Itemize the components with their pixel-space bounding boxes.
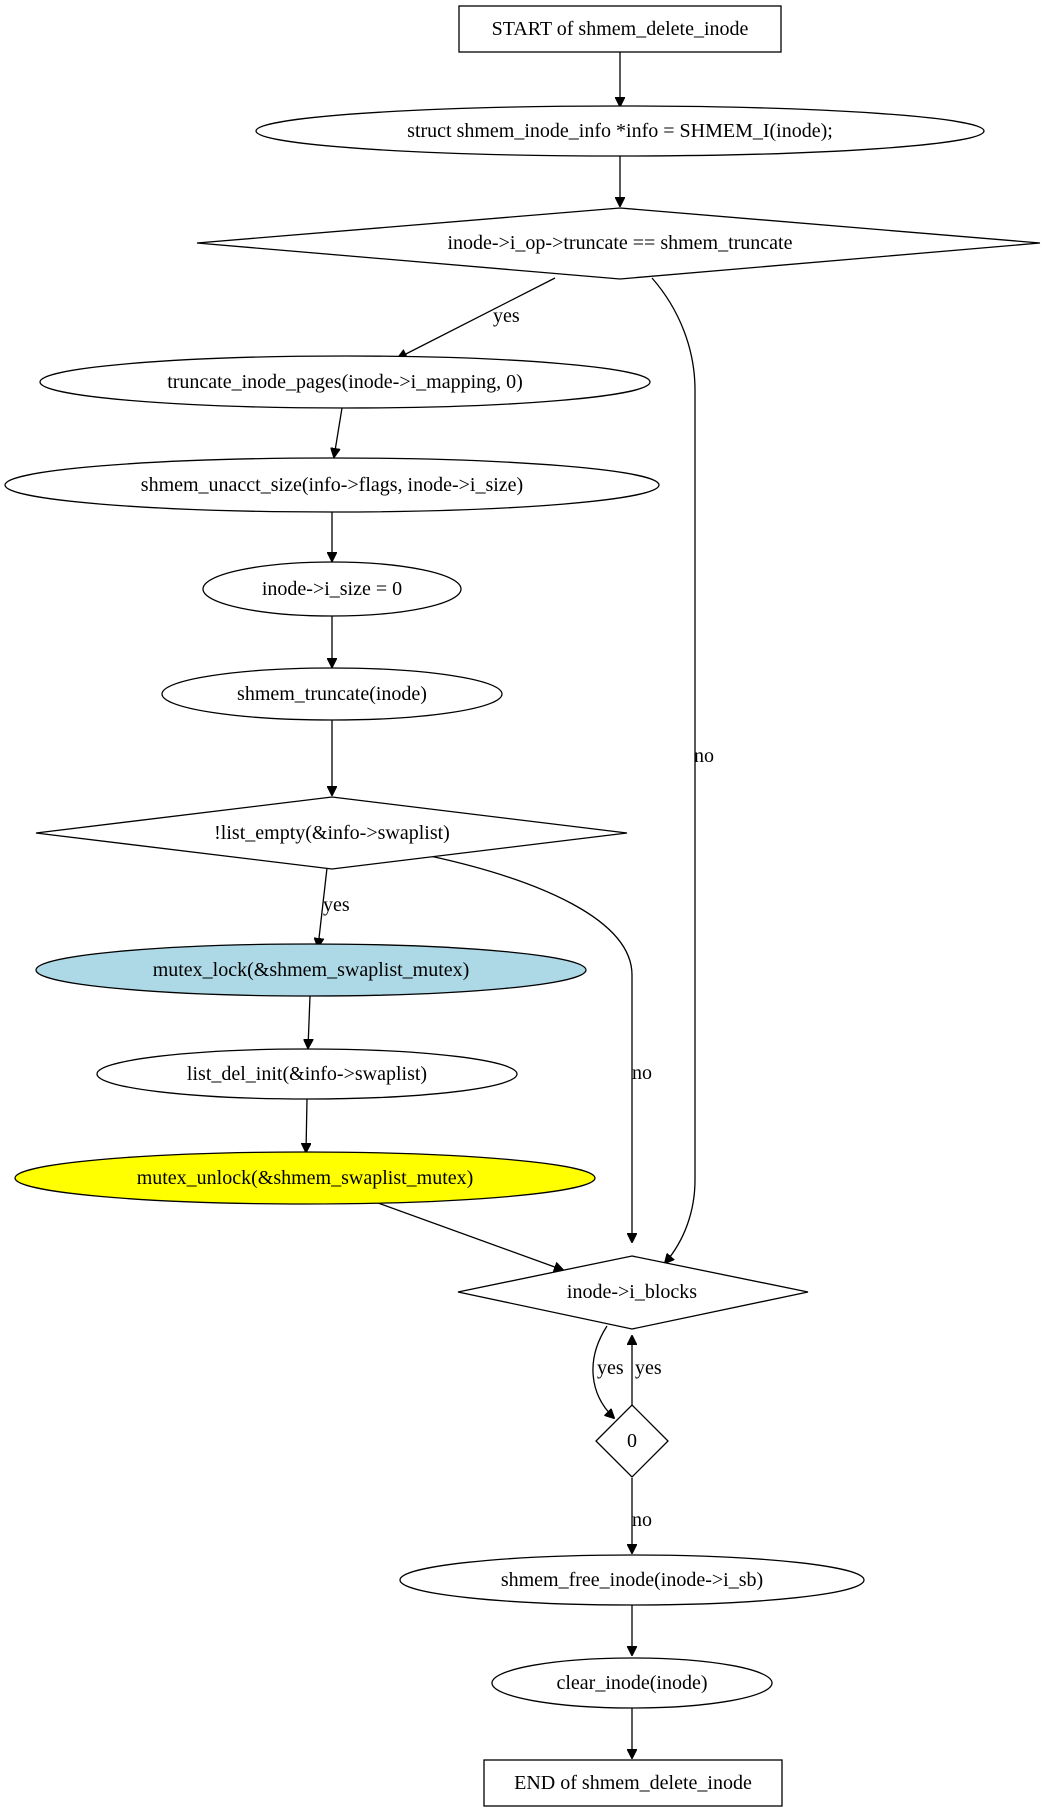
node-isize: inode->i_size = 0 [202, 561, 462, 617]
edge-label-truncate-no: no [694, 745, 714, 767]
node-start: START of shmem_delete_inode [458, 5, 782, 53]
edge-unlock-blocks [377, 1202, 563, 1270]
node-mutex-unlock-label: mutex_unlock(&shmem_swaplist_mutex) [137, 1167, 474, 1189]
edge-truncate-yes [398, 277, 556, 358]
node-free-inode: shmem_free_inode(inode->i_sb) [399, 1554, 865, 1606]
node-end: END of shmem_delete_inode [483, 1759, 783, 1807]
node-mutex-lock-label: mutex_lock(&shmem_swaplist_mutex) [153, 959, 470, 981]
node-cond-blocks: inode->i_blocks [457, 1255, 809, 1330]
edge-label-truncate-yes: yes [493, 305, 520, 327]
node-list-del-label: list_del_init(&info->swaplist) [187, 1063, 427, 1085]
node-cond-swaplist: !list_empty(&info->swaplist) [35, 796, 628, 870]
edge-pages-unacct [334, 407, 343, 457]
node-shmem-truncate-label: shmem_truncate(inode) [237, 683, 427, 705]
node-truncate-pages: truncate_inode_pages(inode->i_mapping, 0… [39, 355, 651, 409]
node-mutex-lock: mutex_lock(&shmem_swaplist_mutex) [35, 943, 587, 997]
edge-blocks-yes [592, 1325, 614, 1418]
node-free-inode-label: shmem_free_inode(inode->i_sb) [501, 1569, 763, 1591]
node-cond-swaplist-label: !list_empty(&info->swaplist) [214, 822, 450, 844]
node-unacct: shmem_unacct_size(info->flags, inode->i_… [4, 457, 660, 513]
node-shmem-truncate: shmem_truncate(inode) [161, 667, 503, 721]
edge-label-zero-yes: yes [635, 1357, 662, 1379]
edge-label-swaplist-no: no [632, 1062, 652, 1084]
edge-swaplist-yes [318, 867, 328, 947]
node-isize-label: inode->i_size = 0 [262, 578, 402, 600]
node-truncate-pages-label: truncate_inode_pages(inode->i_mapping, 0… [167, 371, 523, 393]
edge-label-zero-no: no [632, 1509, 652, 1531]
node-start-label: START of shmem_delete_inode [492, 18, 749, 40]
node-cond-blocks-label: inode->i_blocks [567, 1281, 697, 1303]
node-cond-zero: 0 [595, 1404, 669, 1478]
node-unacct-label: shmem_unacct_size(info->flags, inode->i_… [141, 474, 523, 496]
node-info-label: struct shmem_inode_info *info = SHMEM_I(… [407, 120, 833, 142]
node-list-del: list_del_init(&info->swaplist) [96, 1048, 518, 1100]
edge-lock-del [308, 995, 310, 1048]
edge-truncate-no [651, 277, 696, 1263]
edge-label-blocks-yes: yes [597, 1357, 624, 1379]
node-mutex-lock-shape [35, 943, 587, 997]
edge-labels: yes no yes no yes yes no [323, 305, 714, 1531]
node-cond-truncate: inode->i_op->truncate == shmem_truncate [196, 207, 1041, 280]
edges [306, 52, 696, 1758]
node-clear-inode: clear_inode(inode) [491, 1657, 773, 1709]
node-cond-zero-label: 0 [627, 1430, 637, 1452]
node-info: struct shmem_inode_info *info = SHMEM_I(… [255, 105, 985, 157]
node-end-label: END of shmem_delete_inode [514, 1772, 752, 1794]
node-clear-inode-label: clear_inode(inode) [556, 1672, 707, 1694]
node-mutex-unlock-shape [14, 1151, 596, 1205]
edge-swaplist-no [429, 855, 632, 1242]
node-cond-truncate-label: inode->i_op->truncate == shmem_truncate [447, 232, 792, 254]
node-mutex-unlock: mutex_unlock(&shmem_swaplist_mutex) [14, 1151, 596, 1205]
edge-del-unlock [306, 1098, 307, 1152]
edge-label-swaplist-yes: yes [323, 894, 350, 916]
